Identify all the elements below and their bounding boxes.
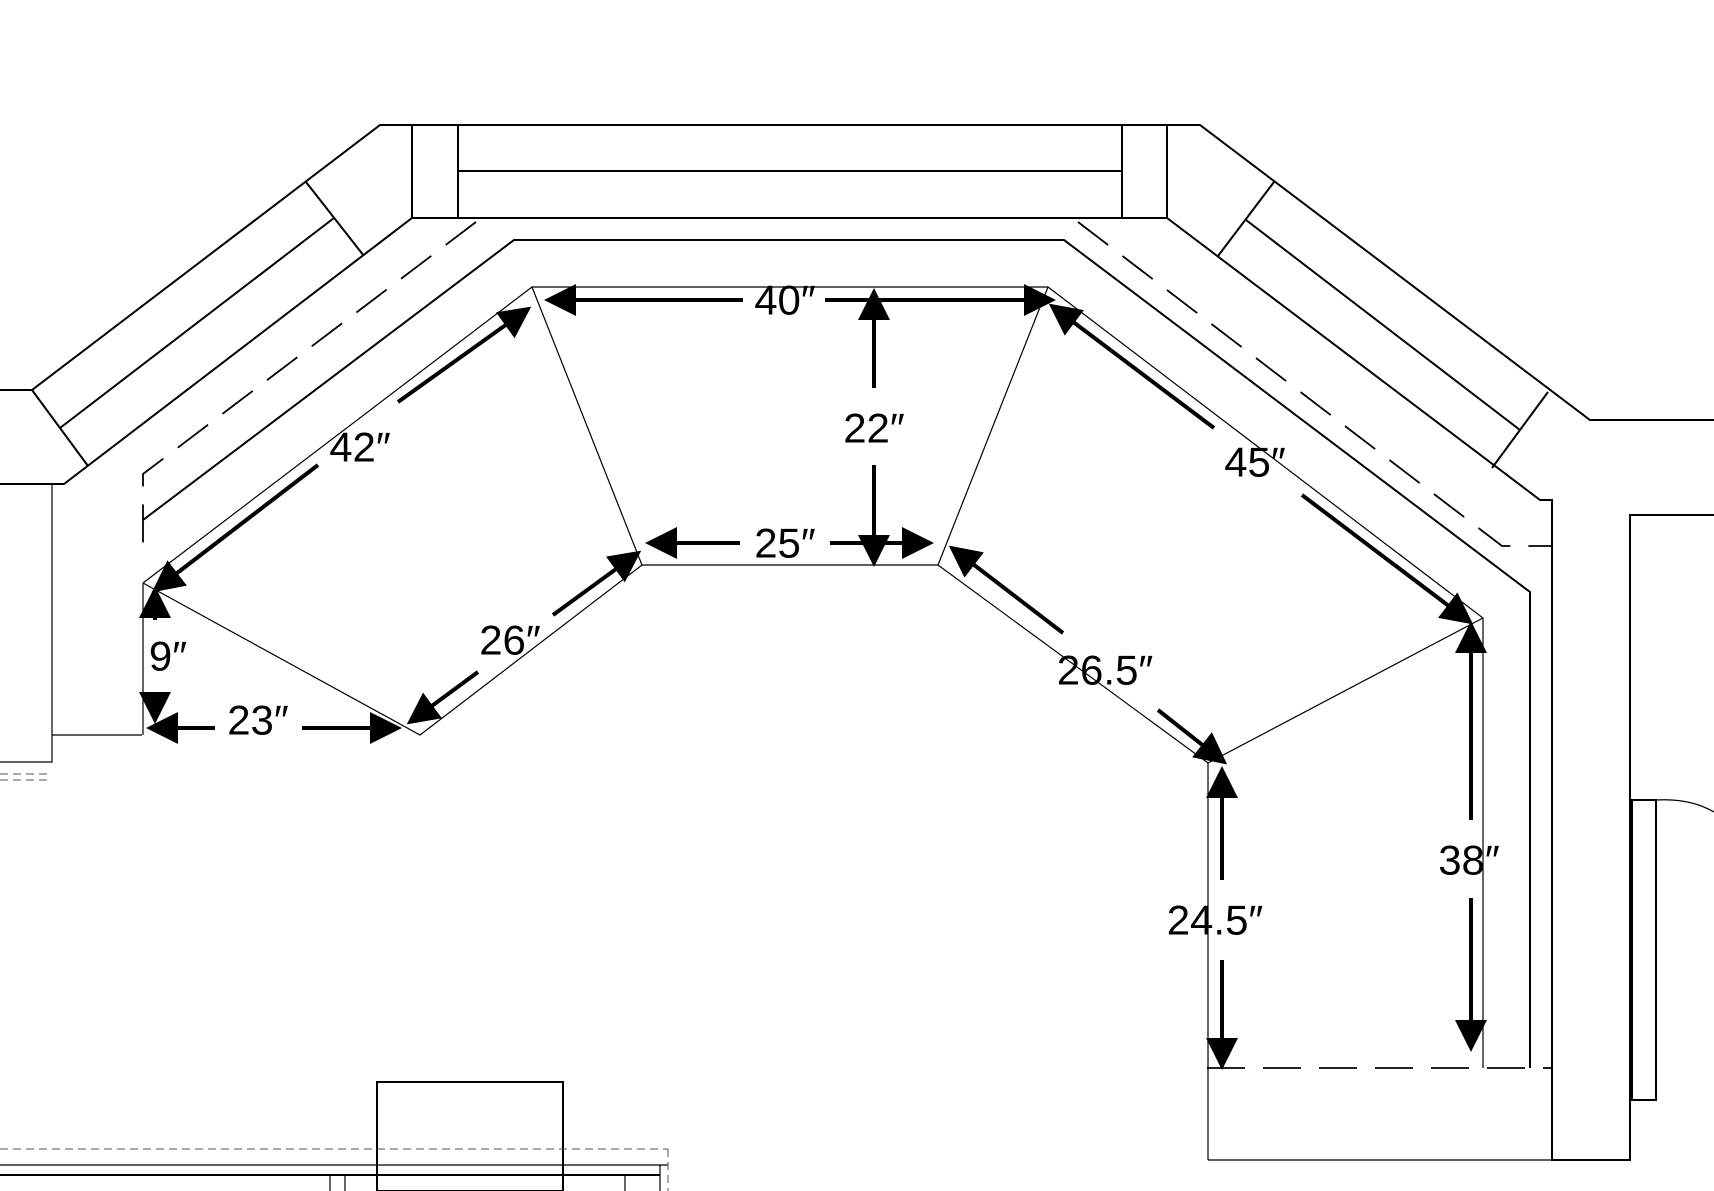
dim-right-short-down-arrow [1156,708,1228,765]
bench-right-seat [937,564,1484,764]
left-hidden-seat-edge [142,221,477,556]
right-hidden-seat-edge [1077,221,1552,547]
dim-label-left-horizontal: 23″ [227,697,289,744]
center-window-frame [411,124,1168,219]
left-window-jamb-top [305,181,365,257]
outer-wall-line [0,124,1714,421]
dim-left-short-up-arrow [551,550,642,617]
dim-right-long-down-arrow [1300,493,1474,625]
left-window-sash [59,217,335,429]
right-door [1631,799,1714,1101]
right-door-swing [1655,799,1714,813]
bench-back-line [142,239,1531,1068]
dimension-lines [139,284,1487,1070]
outer-wall-inner-line [0,217,1714,1161]
dimension-labels: 40″ 22″ 25″ 42″ 26″ 9″ 23″ 45″ 26.5″ 24.… [149,277,1500,944]
right-window-sash [1245,219,1521,431]
bottom-left-counter [0,1081,669,1191]
right-door-jamb [1631,799,1657,1101]
dim-label-right-inner-vertical: 24.5″ [1167,897,1264,944]
dim-label-left-long-diagonal: 42″ [329,424,391,471]
dim-label-inner-width: 25″ [754,520,816,567]
dim-label-right-outer-vertical: 38″ [1438,837,1500,884]
dim-label-right-long-diagonal: 45″ [1224,439,1286,486]
right-window-jamb-top [1217,181,1275,257]
hidden-seat-edge [142,221,1552,1069]
dim-left-short-down-arrow [406,670,480,725]
bench-outline [142,239,1553,1161]
left-wall-pier [0,483,53,763]
dim-left-long-up-arrow [396,306,532,404]
dim-label-center-depth: 22″ [843,405,905,452]
dim-label-top-width: 40″ [754,277,816,324]
dim-right-short-up-arrow [948,545,1065,635]
dim-label-left-short-diagonal: 26″ [479,617,541,664]
dim-label-right-short-diagonal: 26.5″ [1057,647,1154,694]
counter-box [376,1081,564,1191]
bench-left-end [142,286,643,736]
outer-wall [0,124,1714,1161]
dim-label-left-vertical: 9″ [149,633,187,680]
dim-left-long-down-arrow [151,463,320,593]
dim-right-long-up-arrow [1048,303,1216,430]
window-frames [31,124,1549,469]
